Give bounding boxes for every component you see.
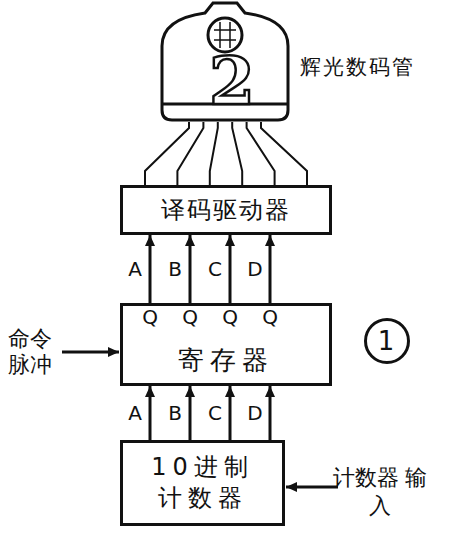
cathode-mesh xyxy=(214,22,236,48)
nixie-tube-drawing xyxy=(162,3,288,120)
signal-arrow xyxy=(189,386,192,440)
signal-arrow xyxy=(229,235,232,303)
signal-label: 计数器 输入 xyxy=(330,464,430,519)
signal-arrow xyxy=(149,235,152,303)
tube-label: 辉光数码管 xyxy=(300,56,415,79)
signal-label: 命令 脉冲 xyxy=(8,326,58,379)
signal-name: C xyxy=(207,403,223,423)
signal-name: D xyxy=(246,403,263,423)
digit-glyph: 2 xyxy=(209,48,255,114)
figure-number: 1 xyxy=(378,327,397,356)
box-label: 10进制 计数器 xyxy=(143,452,263,514)
decoder-driver-box: 译码驱动器 xyxy=(120,185,332,235)
signal-arrow xyxy=(189,235,192,303)
count-input-arrow xyxy=(286,486,338,489)
cathode-ring xyxy=(208,18,242,52)
tube-wires xyxy=(145,122,307,185)
command-pulse-arrow xyxy=(62,351,119,354)
signal-name: D xyxy=(246,259,263,279)
signal-name: A xyxy=(127,259,143,279)
pin-name: Q xyxy=(222,307,238,327)
signal-name: B xyxy=(167,259,183,279)
pin-name: Q xyxy=(182,307,198,327)
pin-name: Q xyxy=(142,307,158,327)
signal-arrow xyxy=(269,386,272,440)
signal-arrow xyxy=(269,235,272,303)
box-label: 寄存器 xyxy=(178,346,274,375)
figure-number-circle: 1 xyxy=(364,318,410,364)
box-label: 译码驱动器 xyxy=(161,197,291,223)
signal-name: C xyxy=(207,259,223,279)
decade-counter-box: 10进制 计数器 xyxy=(120,440,285,526)
pin-name: Q xyxy=(262,307,278,327)
signal-name: A xyxy=(127,403,143,423)
signal-arrow xyxy=(229,386,232,440)
signal-arrow xyxy=(149,386,152,440)
signal-name: B xyxy=(167,403,183,423)
glass-bulb xyxy=(162,3,288,120)
